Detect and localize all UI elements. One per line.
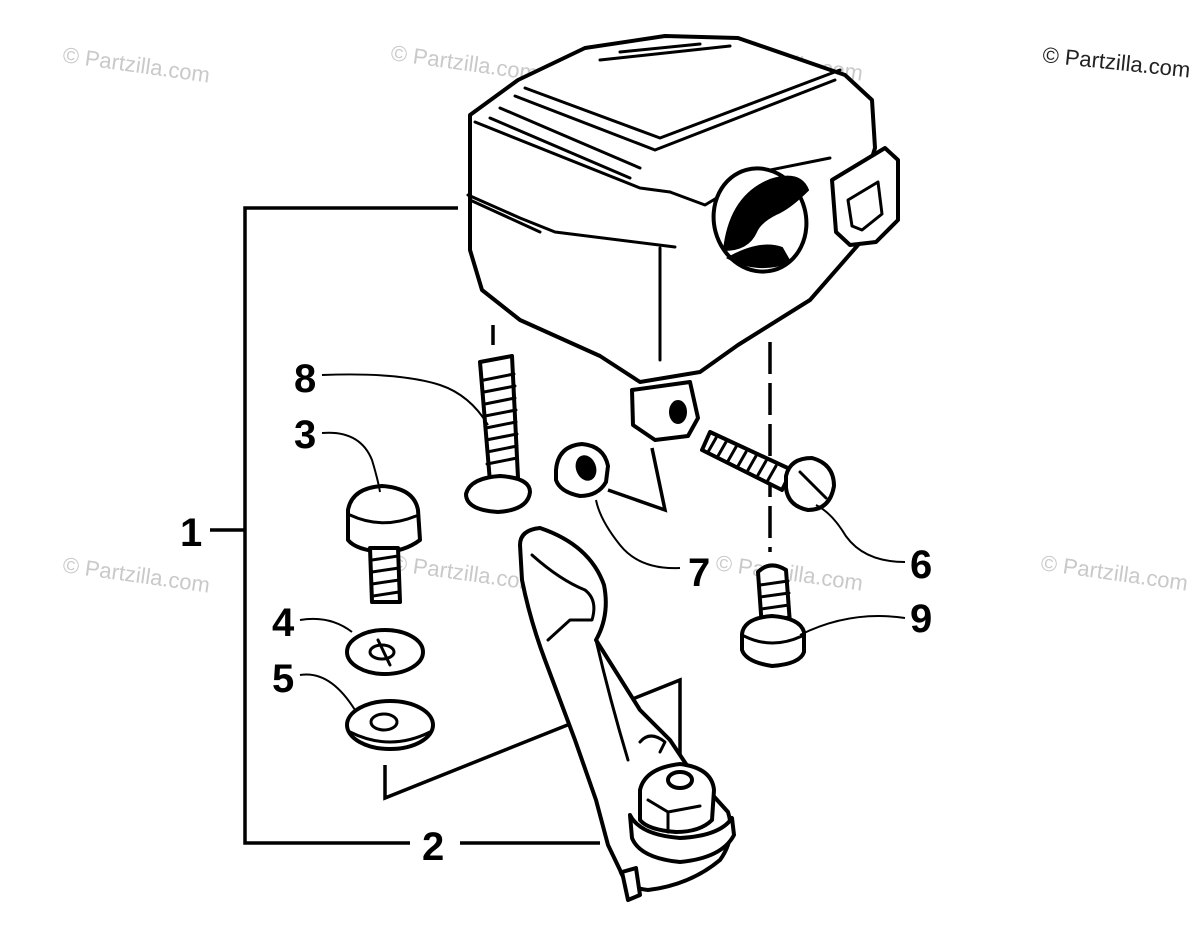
- callout-leaders: [299, 373, 906, 711]
- watermark-6: © Partzilla.com: [714, 550, 864, 595]
- callout-6: 6: [910, 543, 932, 587]
- watermark-1: © Partzilla.com: [61, 42, 211, 87]
- callout-9: 9: [910, 597, 932, 641]
- bolt-3: [346, 484, 422, 604]
- throttle-lever: [518, 526, 736, 902]
- callout-2: 2: [422, 825, 444, 869]
- callout-7: 7: [688, 551, 710, 595]
- assembly-bracket: [210, 206, 772, 845]
- callout-3: 3: [294, 413, 316, 457]
- watermark-4: © Partzilla.com: [61, 552, 211, 597]
- watermark-5: © Partzilla.com: [389, 550, 539, 595]
- callout-numbers: 1 2 3 4 5 6 7 8 9: [180, 357, 932, 869]
- callout-8: 8: [294, 357, 316, 401]
- switch-housing: [466, 34, 900, 442]
- callout-5: 5: [272, 657, 294, 701]
- lock-washer-4: [345, 628, 425, 676]
- callout-4: 4: [272, 601, 295, 645]
- callout-1: 1: [180, 511, 202, 555]
- copyright-notice: © Partzilla.com: [1041, 42, 1191, 82]
- screw-8: [464, 354, 532, 514]
- screw-9: [740, 563, 806, 668]
- flat-washer-5: [345, 699, 435, 751]
- nut-7: [554, 442, 610, 498]
- watermark-7: © Partzilla.com: [1039, 550, 1189, 595]
- screw-6: [700, 430, 836, 512]
